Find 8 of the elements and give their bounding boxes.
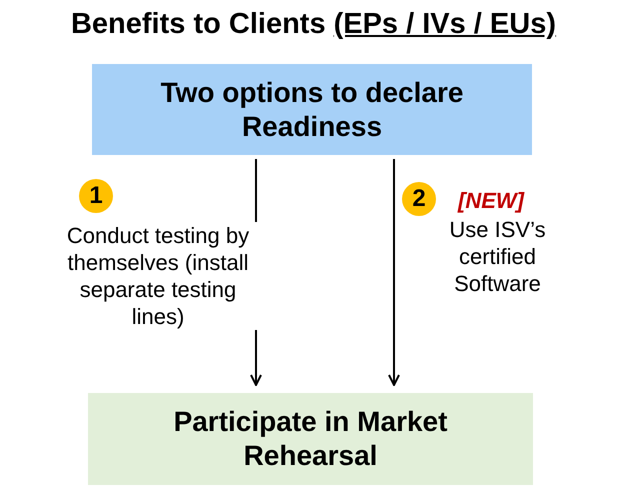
step-number-badge: 2 — [402, 182, 436, 216]
process-box: Two options to declare Readiness — [92, 64, 532, 155]
process-box: Participate in Market Rehearsal — [88, 393, 533, 485]
new-tag: [NEW] — [458, 184, 524, 217]
arrow — [388, 159, 400, 386]
subtitle: (EPs / IVs / EUs) — [334, 7, 556, 42]
title: Benefits to Clients — [70, 7, 326, 42]
step-number-badge: 1 — [79, 179, 113, 213]
